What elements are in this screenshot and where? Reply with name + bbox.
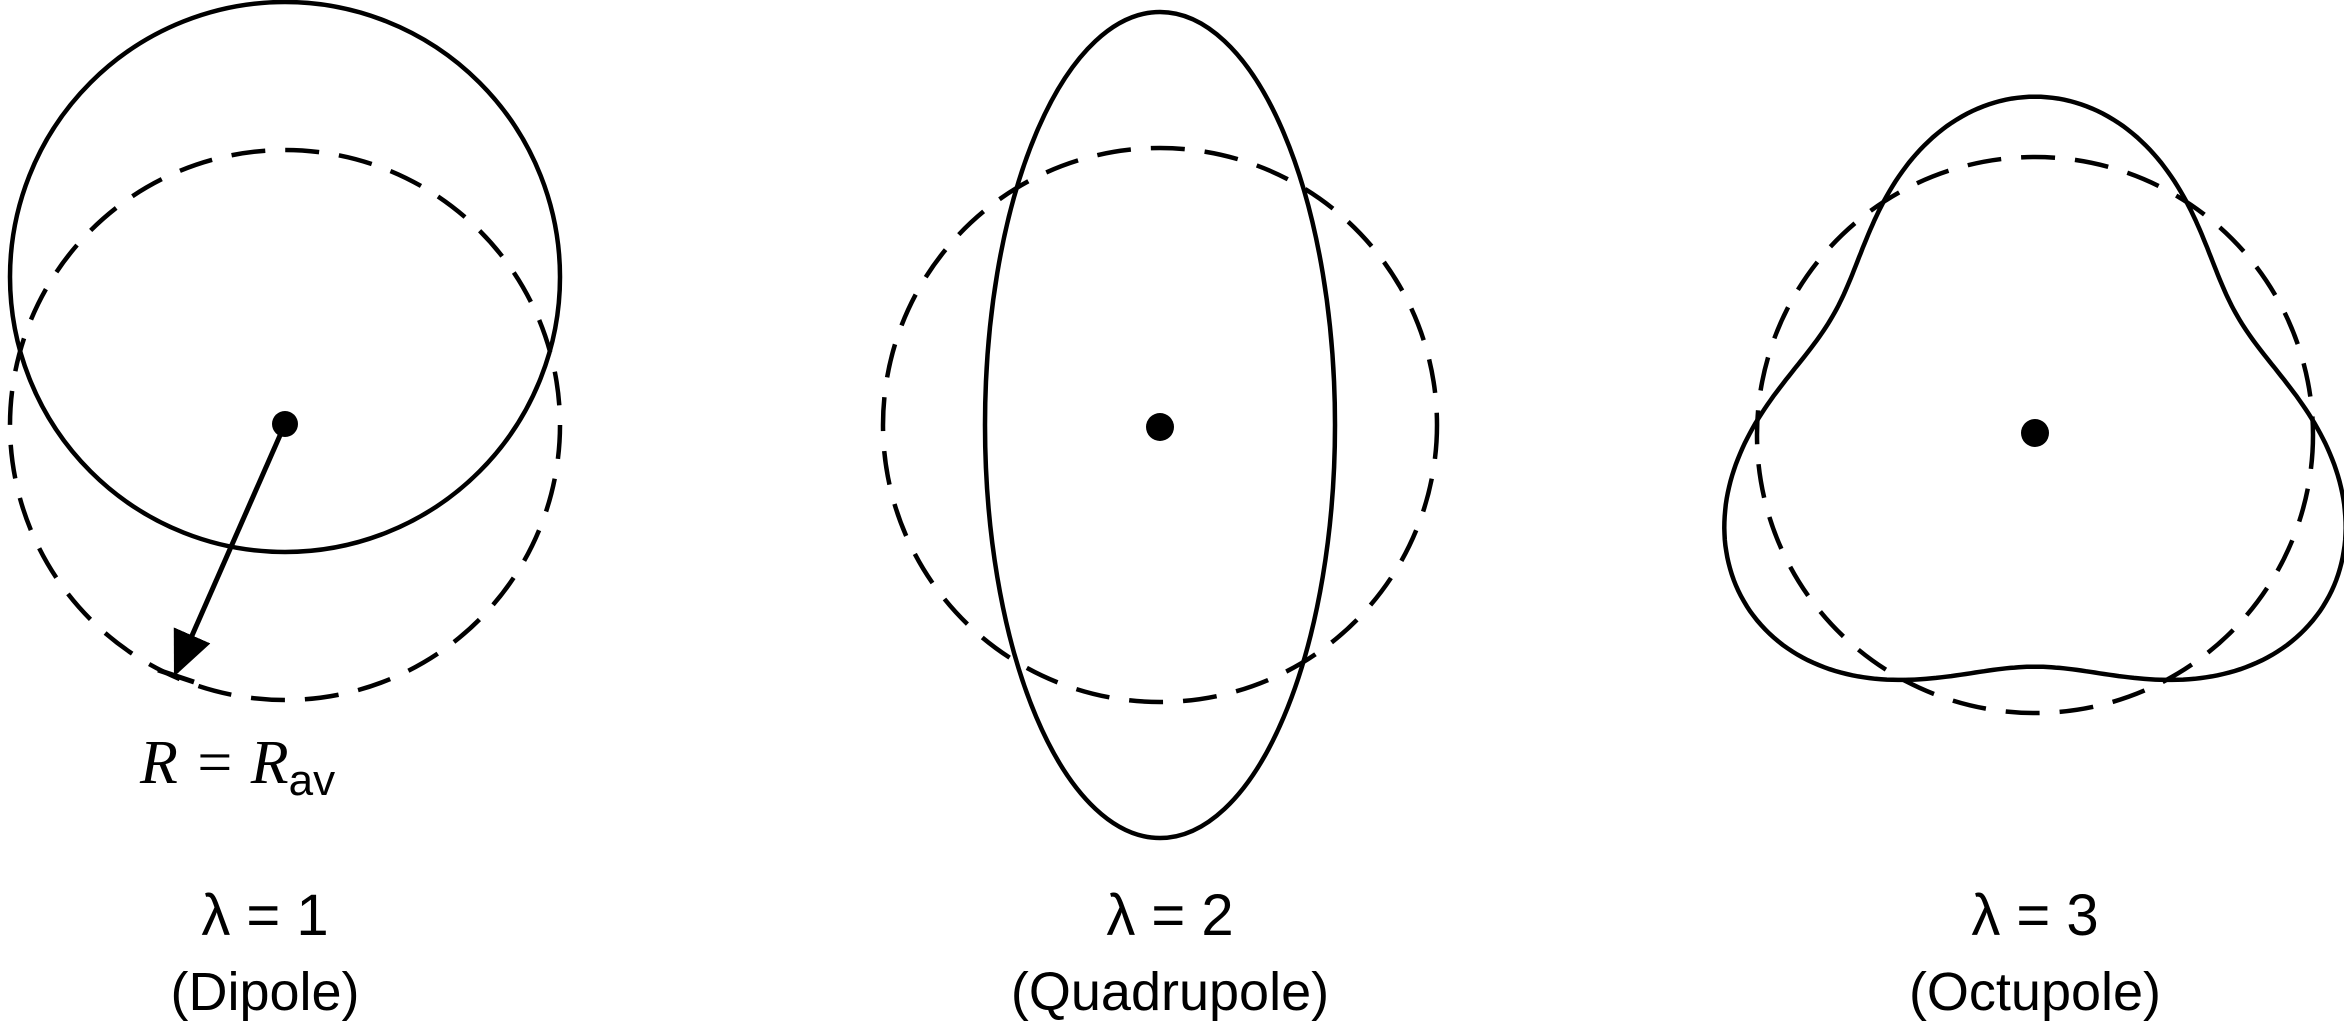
octupole-average-sphere <box>1754 154 2316 716</box>
quadrupole-average-sphere <box>880 145 1440 705</box>
dipole-name-label: (Dipole) <box>170 962 359 1022</box>
octupole-center-dot <box>2021 419 2049 447</box>
quadrupole-center-dot <box>1146 413 1174 441</box>
quadrupole-name-label: (Quadrupole) <box>1011 962 1329 1022</box>
octupole-deformed-shape <box>1722 94 2344 683</box>
octupole-name-label: (Octupole) <box>1909 962 2161 1022</box>
dipole-deformed-shape <box>7 0 563 555</box>
radius-arrow <box>173 422 288 677</box>
quadrupole-deformed-shape <box>982 9 1338 841</box>
dipole-lambda-label: λ = 1 <box>201 883 328 948</box>
dipole-panel: R = Rav λ = 1 (Dipole) <box>7 0 563 1022</box>
quadrupole-panel: λ = 2 (Quadrupole) <box>880 9 1440 1022</box>
quadrupole-lambda-label: λ = 2 <box>1106 883 1233 948</box>
radius-arrow-tick <box>157 667 195 685</box>
octupole-panel: λ = 3 (Octupole) <box>1722 94 2344 1022</box>
radius-label: R = Rav <box>139 729 335 805</box>
dipole-average-sphere <box>7 147 563 703</box>
octupole-lambda-label: λ = 3 <box>1971 883 2098 948</box>
